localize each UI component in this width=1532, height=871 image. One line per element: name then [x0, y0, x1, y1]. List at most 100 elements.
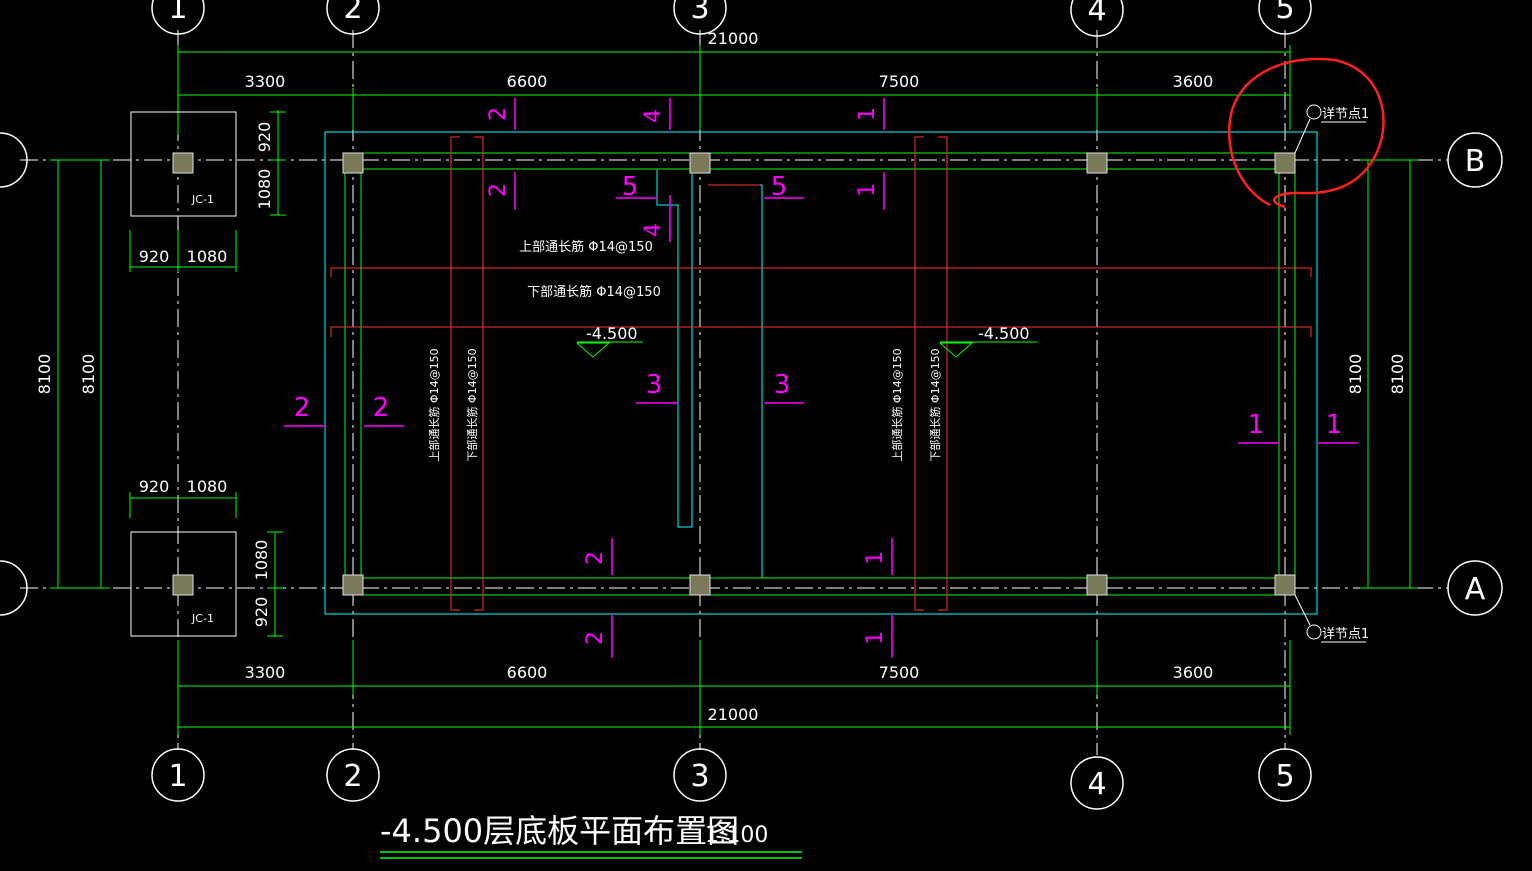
section-label-2-bottom-a: 2 [583, 551, 608, 565]
axis-label-5-bottom: 5 [1275, 759, 1294, 794]
dim-footing-top-1080: 1080 [255, 169, 274, 210]
column-3a [689, 574, 711, 596]
dim-footing-bottom-1080: 1080 [252, 540, 271, 581]
slab-step-right [708, 184, 763, 578]
rebar-label-vertical-3: 上部通长筋 Φ14@150 [890, 348, 904, 461]
circle-icon [1306, 624, 1322, 640]
footing-label-bottom: JC-1 [191, 612, 214, 625]
dim-footing-w1-bottom: 920 [139, 477, 170, 496]
circle-icon [151, 0, 205, 35]
axis-label-5-top: 5 [1275, 0, 1294, 26]
section-label-3-left: 3 [646, 370, 663, 400]
dim-footing-bottom-920: 920 [252, 597, 271, 628]
dim-height-right-inner: 8100 [1346, 354, 1365, 395]
triangle-icon [576, 342, 611, 358]
circle-icon [1306, 104, 1322, 120]
section-label-1-bottom-b: 1 [863, 631, 888, 645]
dim-footing-w2-bottom: 1080 [187, 477, 228, 496]
circle-icon [151, 748, 205, 802]
circle-icon [1070, 756, 1124, 810]
footing-jc1-bottom [130, 531, 237, 637]
column-2a [342, 574, 364, 596]
circle-icon [0, 132, 28, 188]
title-underline [380, 851, 802, 859]
axis-label-a: A [1465, 572, 1486, 607]
circle-icon [1447, 560, 1503, 616]
column-4a [1086, 574, 1108, 596]
section-label-4-top-b: 4 [641, 223, 666, 237]
section-label-1-right: 1 [1326, 410, 1343, 440]
elevation-label-right: -4.500 [978, 324, 1030, 343]
rebar-label-bottom: 下部通长筋 Φ14@150 [527, 284, 661, 300]
column-4b [1086, 152, 1108, 174]
detail-label-top: 详节点1 [1322, 107, 1369, 122]
rebar-label-top: 上部通长筋 Φ14@150 [519, 239, 653, 255]
detail-label-bottom: 详节点1 [1322, 627, 1369, 642]
column-5b [1274, 152, 1296, 174]
axis-label-2-bottom: 2 [343, 759, 362, 794]
dim-span-2-bottom: 6600 [507, 663, 548, 682]
column-1b [172, 152, 194, 174]
slab-outline [324, 131, 1318, 615]
circle-icon [673, 0, 727, 35]
dim-span-3-top: 7500 [879, 72, 920, 91]
circle-icon [1258, 0, 1312, 35]
dim-footing-w2-top: 1080 [187, 247, 228, 266]
column-2b [342, 152, 364, 174]
axis-label-1-bottom: 1 [168, 759, 187, 794]
axis-lines [20, 30, 1448, 755]
footing-label-top: JC-1 [191, 193, 214, 206]
section-label-2-top-a: 2 [486, 107, 511, 121]
circle-icon [673, 748, 727, 802]
rebar-label-vertical-1: 上部通长筋 Φ14@150 [427, 348, 441, 461]
beam-lines [344, 152, 1296, 596]
dim-height-left-inner: 8100 [79, 354, 98, 395]
section-label-1-inner: 1 [1248, 410, 1265, 440]
axis-label-b: B [1465, 144, 1486, 179]
section-label-1-top-b: 1 [855, 183, 880, 197]
elevation-label-left: -4.500 [586, 324, 638, 343]
slab-step-left [656, 170, 693, 528]
section-label-1-bottom-a: 1 [863, 551, 888, 565]
dim-span-2-top: 6600 [507, 72, 548, 91]
dim-span-4-bottom: 3600 [1173, 663, 1214, 682]
page-title: -4.500层底板平面布置图 [380, 812, 739, 850]
circle-icon [1447, 132, 1503, 188]
axis-label-2-top: 2 [343, 0, 362, 26]
column-1a [172, 574, 194, 596]
dim-span-1-top: 3300 [245, 72, 286, 91]
scale-label: 1:100 [705, 823, 768, 848]
circle-icon [326, 748, 380, 802]
axis-label-3-top: 3 [690, 0, 709, 26]
annotation-circle [1227, 57, 1385, 209]
circle-icon [1258, 748, 1312, 802]
axis-label-4-top: 4 [1087, 0, 1106, 28]
dim-span-1-bottom: 3300 [245, 663, 286, 682]
section-label-2-bottom-b: 2 [583, 631, 608, 645]
section-label-1-top-a: 1 [855, 107, 880, 121]
section-label-2-top-b: 2 [486, 183, 511, 197]
section-label-2-inner: 2 [373, 393, 390, 423]
dimension-lines [50, 45, 1418, 735]
triangle-icon [939, 342, 974, 358]
circle-icon [0, 560, 28, 616]
column-5a [1274, 574, 1296, 596]
section-mark-lines [284, 98, 1358, 658]
section-label-4-top-a: 4 [641, 109, 666, 123]
dim-span-4-top: 3600 [1173, 72, 1214, 91]
axis-label-4-bottom: 4 [1087, 767, 1106, 802]
dim-footing-w1-top: 920 [139, 247, 170, 266]
footing-jc1-top [130, 111, 237, 217]
section-label-2-left: 2 [294, 393, 311, 423]
section-label-5-right: 5 [771, 172, 788, 202]
dim-total-bottom: 21000 [708, 705, 759, 724]
dim-span-3-bottom: 7500 [879, 663, 920, 682]
circle-icon [326, 0, 380, 35]
rebar-lines [330, 136, 1312, 611]
dim-height-right-outer: 8100 [1388, 354, 1407, 395]
section-label-5-left: 5 [622, 172, 639, 202]
column-3b [689, 152, 711, 174]
dim-total-top: 21000 [708, 29, 759, 48]
axis-label-3-bottom: 3 [690, 759, 709, 794]
